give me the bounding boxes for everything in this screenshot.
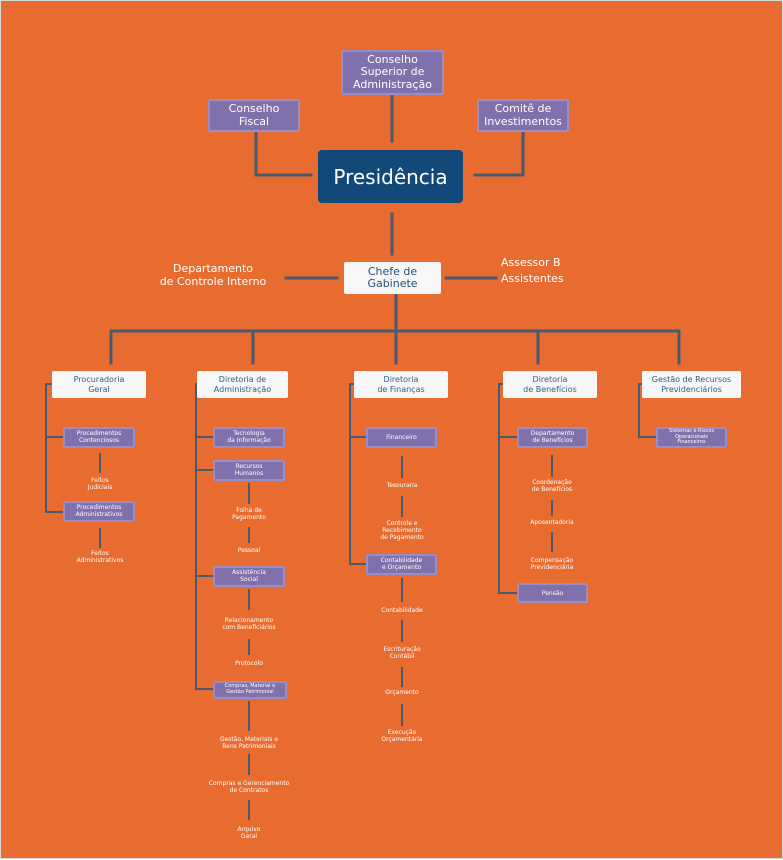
diretoria-administracao-box[interactable]: Diretoria de Administração <box>197 371 288 398</box>
chefe-gabinete-box[interactable]: Chefe de Gabinete <box>344 262 441 294</box>
assistencia-social-label: Assistência Social <box>232 568 266 583</box>
compras-material-label: Compras, Material e Gestão Patrimonial <box>224 683 276 695</box>
diretoria-financas-box[interactable]: Diretoria de Finanças <box>354 371 448 398</box>
aposentadoria-text: Aposentadoria <box>530 519 574 526</box>
recursos-humanos-label: Recursos Humanos <box>234 462 264 477</box>
tesouraria-text: Tesouraria <box>386 482 418 489</box>
contabilidade-orcamento-box[interactable]: Contabilidade e Orçamento <box>366 554 437 575</box>
conselho-fiscal-label: Conselho Fiscal <box>228 102 280 128</box>
procuradoria-geral-label: Procuradoria Geral <box>73 375 125 394</box>
controle-recebimento-text: Controle e Recebimento de Pagamento <box>380 520 424 541</box>
compras-contratos-text: Compras e Gerenciamento de Contratos <box>208 780 290 794</box>
protocolo-text: Protocolo <box>235 660 263 667</box>
departamento-beneficios-box[interactable]: Departamento de Benefícios <box>517 427 588 448</box>
diretoria-beneficios-box[interactable]: Diretoria de Benefícios <box>503 371 597 398</box>
folha-pagamento-text: Folha de Pagamento <box>232 507 266 521</box>
orcamento-text: Orçamento <box>385 689 419 696</box>
sistemas-riscos-label: Sistemas e Riscos Operacionais Financeir… <box>669 428 714 446</box>
gestao-materiais-text: Gestão, Materiais e Bens Patrimoniais <box>219 736 279 750</box>
sistemas-riscos-box[interactable]: Sistemas e Riscos Operacionais Financeir… <box>656 427 727 448</box>
contabilidade-text: Contabilidade <box>381 607 423 614</box>
arquivo-geral-text: Arquivo Geral <box>237 826 261 840</box>
compras-material-box[interactable]: Compras, Material e Gestão Patrimonial <box>213 681 287 699</box>
coordenacao-beneficios-text: Coordenação de Benefícios <box>531 479 573 493</box>
feitos-judiciais-text: Feitos Judiciais <box>87 477 113 491</box>
presidencia-box[interactable]: Presidência <box>318 150 463 203</box>
procedimentos-administrativos-box[interactable]: Procedimentos Administrativos <box>63 501 135 522</box>
connector-line <box>45 383 64 513</box>
procedimentos-contenciosos-box[interactable]: Procedimentos Contenciosos <box>63 427 135 448</box>
procedimentos-administrativos-label: Procedimentos Administrativos <box>75 503 123 518</box>
gestao-recursos-box[interactable]: Gestão de Recursos Previdenciários <box>642 371 741 398</box>
procuradoria-geral-box[interactable]: Procuradoria Geral <box>52 371 146 398</box>
diretoria-financas-label: Diretoria de Finanças <box>377 375 425 394</box>
financeiro-label: Financeiro <box>386 434 417 441</box>
chefe-gabinete-label: Chefe de Gabinete <box>367 264 418 290</box>
diretoria-administracao-label: Diretoria de Administração <box>213 375 272 394</box>
procedimentos-contenciosos-label: Procedimentos Contenciosos <box>76 429 122 444</box>
gestao-recursos-label: Gestão de Recursos Previdenciários <box>651 375 732 394</box>
execucao-orcamentaria-text: Execução Orçamentária <box>381 729 423 743</box>
tecnologia-informacao-box[interactable]: Tecnologia da Informação <box>213 427 285 448</box>
connector-line <box>473 130 525 177</box>
comite-investimentos-box[interactable]: Comitê de Investimentos <box>477 99 569 132</box>
comite-investimentos-label: Comitê de Investimentos <box>484 102 562 128</box>
contabilidade-orcamento-label: Contabilidade e Orçamento <box>380 556 423 571</box>
escrituracao-contabil-text: Escrituração Contábil <box>383 646 421 660</box>
conselho-superior-box[interactable]: Conselho Superior de Administração <box>341 50 444 95</box>
tecnologia-informacao-label: Tecnologia da Informação <box>227 429 271 444</box>
recursos-humanos-box[interactable]: Recursos Humanos <box>213 460 285 481</box>
connector-line <box>195 383 214 690</box>
connector-line <box>498 383 518 594</box>
financeiro-box[interactable]: Financeiro <box>366 427 437 448</box>
departamento-beneficios-label: Departamento de Benefícios <box>530 429 575 444</box>
pensao-box[interactable]: Pensão <box>517 583 588 603</box>
pensao-label: Pensão <box>541 589 564 597</box>
controle-interno-text: Departamento de Controle Interno <box>159 262 267 288</box>
connector-line <box>254 130 313 177</box>
relacionamento-beneficiarios-text: Relacionamento com Beneficiários <box>222 617 276 631</box>
assistencia-social-box[interactable]: Assistência Social <box>213 566 285 587</box>
feitos-administrativos-text: Feitos Administrativos <box>76 550 124 564</box>
conselho-fiscal-box[interactable]: Conselho Fiscal <box>208 99 300 132</box>
pessoal-text: Pessoal <box>237 547 261 554</box>
compensacao-previdenciaria-text: Compensação Previdenciária <box>530 557 574 571</box>
presidencia-label: Presidência <box>333 164 448 189</box>
assessor-text: Assessor B Assistentes <box>501 256 564 285</box>
conselho-superior-label: Conselho Superior de Administração <box>353 53 432 91</box>
diretoria-beneficios-label: Diretoria de Benefícios <box>523 375 577 394</box>
